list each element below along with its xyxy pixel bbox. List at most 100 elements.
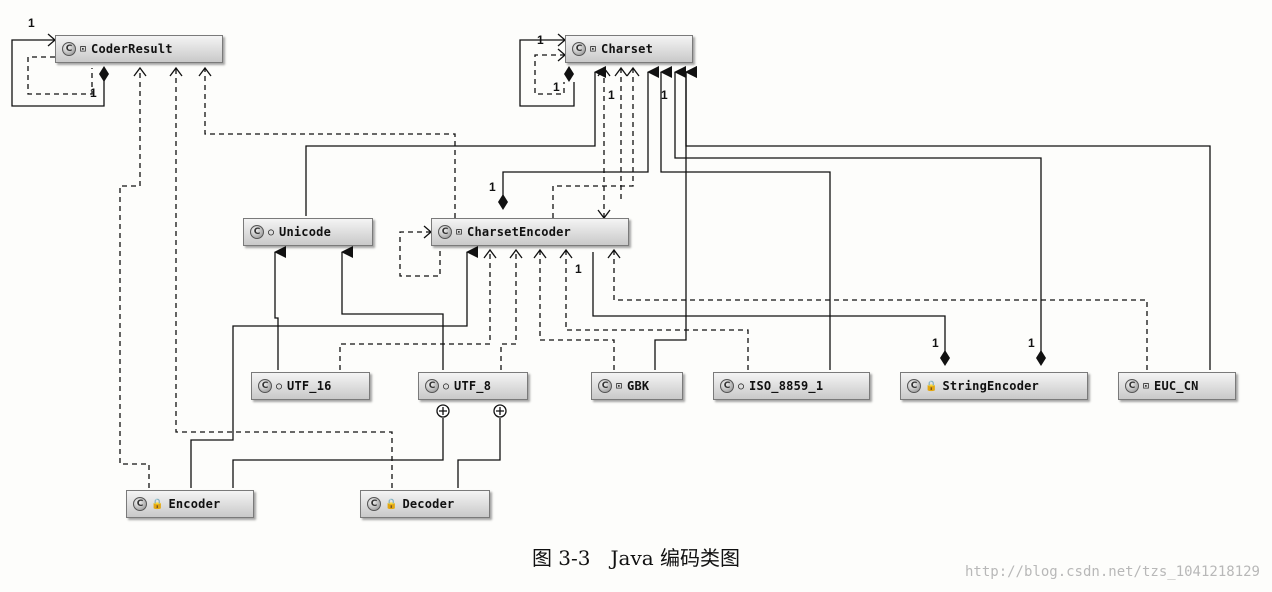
multiplicity-label: 1 (575, 262, 582, 276)
lock-icon: 🔒 (925, 380, 938, 392)
composition-diamond (564, 66, 574, 82)
class-euc-cn[interactable]: C ⊡ EUC_CN (1118, 372, 1236, 400)
composition-diamond (498, 194, 508, 210)
open-arrow (626, 66, 640, 77)
composition-diamond (1036, 350, 1046, 366)
gbk-extends-charset (654, 66, 697, 370)
string-encoder-encoder-composition (592, 252, 946, 360)
utf8-to-charset-encoder (500, 250, 517, 370)
open-arrow (607, 248, 621, 259)
class-label: EUC_CN (1154, 379, 1199, 393)
class-icon: C (367, 497, 381, 511)
visibility-icon: ○ (738, 380, 745, 392)
class-icon: C (572, 42, 586, 56)
lock-icon: 🔒 (385, 498, 398, 510)
class-charset[interactable]: C ⊡ Charset (565, 35, 693, 63)
relationship-lines (11, 33, 1211, 488)
multiplicity-label: 1 (489, 180, 496, 194)
coder-result-self-dependency (11, 39, 105, 107)
multiplicity-label: 1 (1028, 336, 1035, 350)
multiplicity-label: 1 (537, 33, 544, 47)
lock-icon: 🔒 (151, 498, 164, 510)
class-label: Unicode (279, 225, 332, 239)
multiplicity-label: 1 (608, 88, 615, 102)
string-encoder-charset-composition (674, 66, 1042, 360)
open-arrow (483, 248, 497, 259)
class-label: CoderResult (91, 42, 173, 56)
euc-cn-to-charset-encoder (613, 250, 1148, 370)
class-icon: C (1125, 379, 1139, 393)
coder-result-self-dashed (27, 56, 93, 95)
class-string-encoder[interactable]: C 🔒 StringEncoder (900, 372, 1088, 400)
open-arrow (559, 248, 573, 259)
charset-encoder-charset-composition (502, 66, 659, 200)
open-arrow (509, 248, 523, 259)
utf8-nested-encoder (232, 418, 444, 488)
utf16-to-charset-encoder (339, 250, 491, 370)
visibility-icon: ⊡ (80, 43, 87, 55)
multiplicity-label: 1 (661, 88, 668, 102)
class-label: Charset (601, 42, 654, 56)
class-encoder[interactable]: C 🔒 Encoder (126, 490, 254, 518)
visibility-icon: ⊡ (616, 380, 623, 392)
class-label: Encoder (168, 497, 221, 511)
open-arrow (133, 66, 147, 77)
class-icon: C (133, 497, 147, 511)
class-utf-8[interactable]: C ○ UTF_8 (418, 372, 528, 400)
class-iso-8859-1[interactable]: C ○ ISO_8859_1 (713, 372, 870, 400)
visibility-icon: ⊡ (456, 226, 463, 238)
iso-extends-charset (660, 66, 831, 370)
open-arrow (533, 248, 547, 259)
charset-self-dependency (519, 39, 575, 107)
multiplicity-label: 1 (932, 336, 939, 350)
charset-encoder-to-coder-result (204, 68, 456, 218)
gbk-to-charset-encoder (539, 250, 615, 370)
visibility-icon: ⊡ (1143, 380, 1150, 392)
charset-encoder-self-dashed (399, 231, 441, 277)
class-label: CharsetEncoder (467, 225, 571, 239)
class-icon: C (62, 42, 76, 56)
euc-cn-extends-charset (685, 66, 1211, 370)
encoder-extends-charset-encoder (190, 246, 478, 488)
class-label: Decoder (402, 497, 455, 511)
class-coder-result[interactable]: C ⊡ CoderResult (55, 35, 223, 63)
charset-to-charset-encoder (552, 68, 634, 218)
composition-diamond (99, 66, 109, 82)
class-icon: C (425, 379, 439, 393)
iso-to-charset-encoder (565, 250, 749, 370)
charset-self-dashed (534, 54, 565, 95)
class-decoder[interactable]: C 🔒 Decoder (360, 490, 490, 518)
multiplicity-label: 1 (553, 80, 560, 94)
class-icon: C (438, 225, 452, 239)
class-utf-16[interactable]: C ○ UTF_16 (251, 372, 370, 400)
utf8-extends-unicode (341, 246, 444, 370)
utf16-extends-unicode (274, 246, 286, 370)
class-label: StringEncoder (942, 379, 1039, 393)
multiplicity-label: 1 (28, 16, 35, 30)
class-label: ISO_8859_1 (749, 379, 824, 393)
class-unicode[interactable]: C ○ Unicode (243, 218, 373, 246)
visibility-icon: ○ (276, 380, 283, 392)
utf8-nested-decoder (457, 418, 501, 488)
class-icon: C (250, 225, 264, 239)
open-arrow (614, 66, 628, 77)
class-icon: C (720, 379, 734, 393)
class-icon: C (258, 379, 272, 393)
open-arrow (198, 66, 212, 77)
visibility-icon: ○ (268, 226, 275, 238)
class-icon: C (907, 379, 921, 393)
visibility-icon: ○ (443, 380, 450, 392)
figure-caption: 图 3-3 Java 编码类图 (531, 546, 741, 570)
class-icon: C (598, 379, 612, 393)
class-gbk[interactable]: C ⊡ GBK (591, 372, 683, 400)
open-arrow (597, 66, 611, 77)
class-label: UTF_16 (287, 379, 332, 393)
class-charset-encoder[interactable]: C ⊡ CharsetEncoder (431, 218, 629, 246)
unicode-extends-charset (305, 66, 606, 216)
composition-diamond (940, 350, 950, 366)
class-label: GBK (627, 379, 650, 393)
visibility-icon: ⊡ (590, 43, 597, 55)
watermark-url: http://blog.csdn.net/tzs_1041218129 (964, 564, 1260, 580)
decoder-to-coder-result (175, 68, 393, 488)
class-label: UTF_8 (454, 379, 492, 393)
